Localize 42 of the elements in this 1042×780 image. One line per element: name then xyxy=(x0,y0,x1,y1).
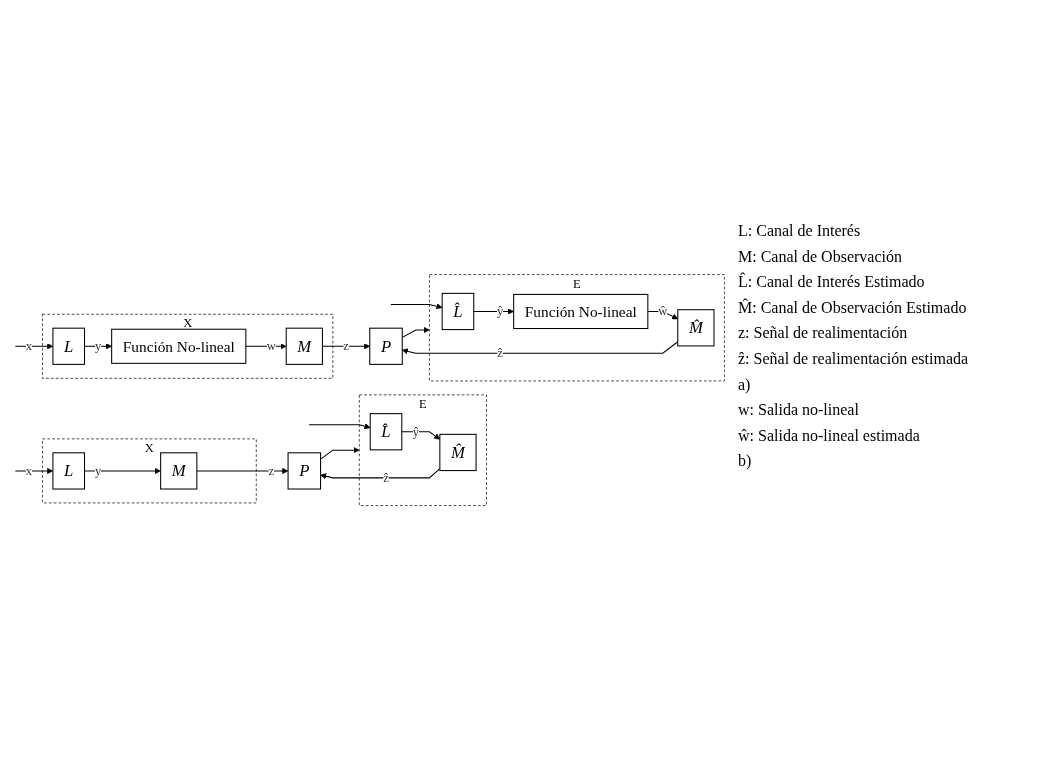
edge-label: z xyxy=(343,338,349,353)
edge-label: ẑ xyxy=(383,470,389,485)
node-box: L̂ xyxy=(369,413,403,451)
arrow xyxy=(196,467,289,474)
note-text: b) xyxy=(738,451,753,472)
note-text: ẑ: Señal de realimentación estimada xyxy=(738,348,970,369)
edge-label: y xyxy=(94,338,102,353)
note-text: M: Canal de Observación xyxy=(738,246,903,267)
note-text: L̂: Canal de Interés Estimado xyxy=(738,271,926,293)
note-text: w: Salida no-lineal xyxy=(738,400,860,421)
arrow xyxy=(320,468,441,480)
edge-label: ŵ xyxy=(658,304,668,319)
edge-label: ẑ xyxy=(497,345,503,360)
edge-label: ŷ xyxy=(496,304,504,319)
arrow xyxy=(473,308,514,315)
note-text: a) xyxy=(738,374,752,396)
node-box: Función No-lineal xyxy=(111,328,247,364)
edge-label: ŷ xyxy=(412,424,419,439)
arrow xyxy=(84,467,161,474)
edge-label: x xyxy=(25,338,33,353)
arrow xyxy=(84,343,112,350)
node-box: P xyxy=(287,452,322,490)
node-box: L xyxy=(52,452,85,490)
edge-label: x xyxy=(25,463,33,478)
edge-label: y xyxy=(94,463,102,478)
note-text: M̂: Canal de Observación Estimado xyxy=(738,297,968,318)
note-text: L: Canal de Interés xyxy=(738,221,862,241)
node-box: P xyxy=(369,327,403,365)
edge-label: z xyxy=(268,463,275,478)
node-box: L xyxy=(52,327,85,365)
node-box: M xyxy=(285,327,323,365)
arrow xyxy=(308,423,371,430)
node-box: M̂ xyxy=(677,309,715,347)
node-box: L̂ xyxy=(441,292,475,331)
node-box: Función No-lineal xyxy=(513,293,649,329)
arrow xyxy=(390,303,443,310)
node-box: M̂ xyxy=(439,433,477,472)
edge-label: w xyxy=(266,338,276,353)
node-box: M xyxy=(160,452,198,490)
note-text: ŵ: Salida no-lineal estimada xyxy=(738,425,921,446)
arrow xyxy=(320,447,360,460)
note-text: z: Señal de realimentación xyxy=(738,323,909,344)
